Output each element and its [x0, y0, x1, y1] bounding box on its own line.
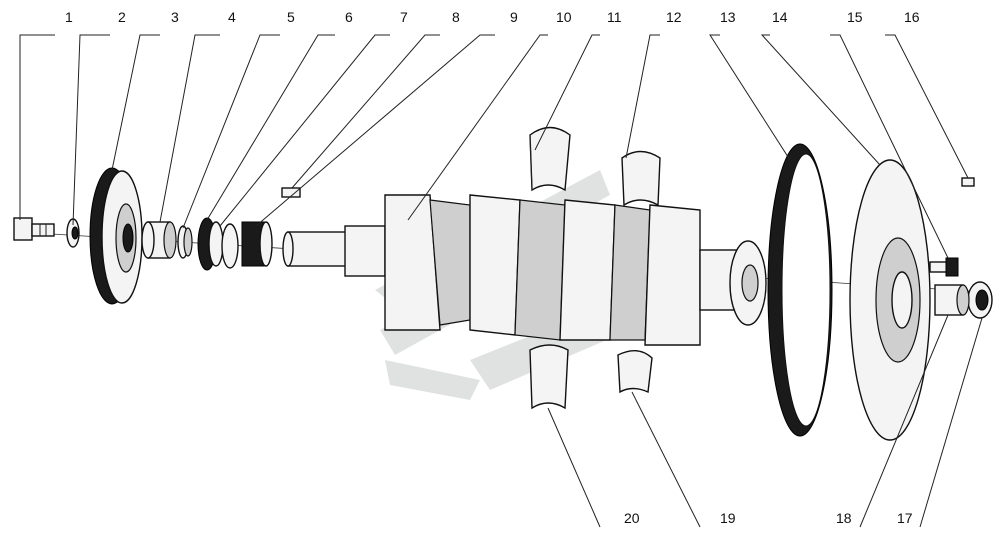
callout-19: 19	[720, 510, 736, 526]
callout-8: 8	[452, 9, 460, 25]
bushing-part	[967, 281, 993, 319]
key-part	[281, 187, 301, 198]
callout-labels: 1 2 3 4 5 6 7 8 9 10 11 12 13 14 15 16 2…	[65, 9, 920, 526]
callout-3: 3	[171, 9, 179, 25]
leader-lines	[19, 34, 983, 528]
spacer-part	[141, 221, 177, 259]
lower-thrust-bearing-part	[617, 350, 653, 394]
upper-main-bearing-part	[529, 126, 571, 192]
ring-gear-part	[767, 143, 833, 437]
seal-ring-part	[177, 225, 193, 259]
flywheel-part	[849, 159, 931, 441]
callout-14: 14	[772, 9, 788, 25]
callout-17: 17	[897, 510, 913, 526]
callout-15: 15	[847, 9, 863, 25]
callout-6: 6	[345, 9, 353, 25]
gear-part	[197, 217, 224, 271]
pulley-part	[89, 167, 143, 305]
callout-4: 4	[228, 9, 236, 25]
callout-18: 18	[836, 510, 852, 526]
bolt-part	[13, 217, 55, 241]
crankshaft-part	[282, 194, 767, 346]
callout-9: 9	[510, 9, 518, 25]
callout-11: 11	[607, 9, 622, 25]
dowel-pin-part	[961, 177, 975, 187]
callout-5: 5	[287, 9, 295, 25]
upper-thrust-bearing-part	[621, 150, 661, 207]
pilot-bearing-part	[934, 284, 970, 316]
timing-gear-part	[221, 221, 273, 269]
callout-2: 2	[118, 9, 126, 25]
washer-part	[66, 218, 80, 248]
callout-13: 13	[720, 9, 736, 25]
callout-16: 16	[904, 9, 920, 25]
callout-1: 1	[65, 9, 73, 25]
callout-20: 20	[624, 510, 640, 526]
lower-main-bearing-part	[529, 344, 569, 410]
flywheel-bolt-part	[929, 257, 959, 277]
callout-12: 12	[666, 9, 682, 25]
callout-7: 7	[400, 9, 408, 25]
callout-10: 10	[556, 9, 572, 25]
